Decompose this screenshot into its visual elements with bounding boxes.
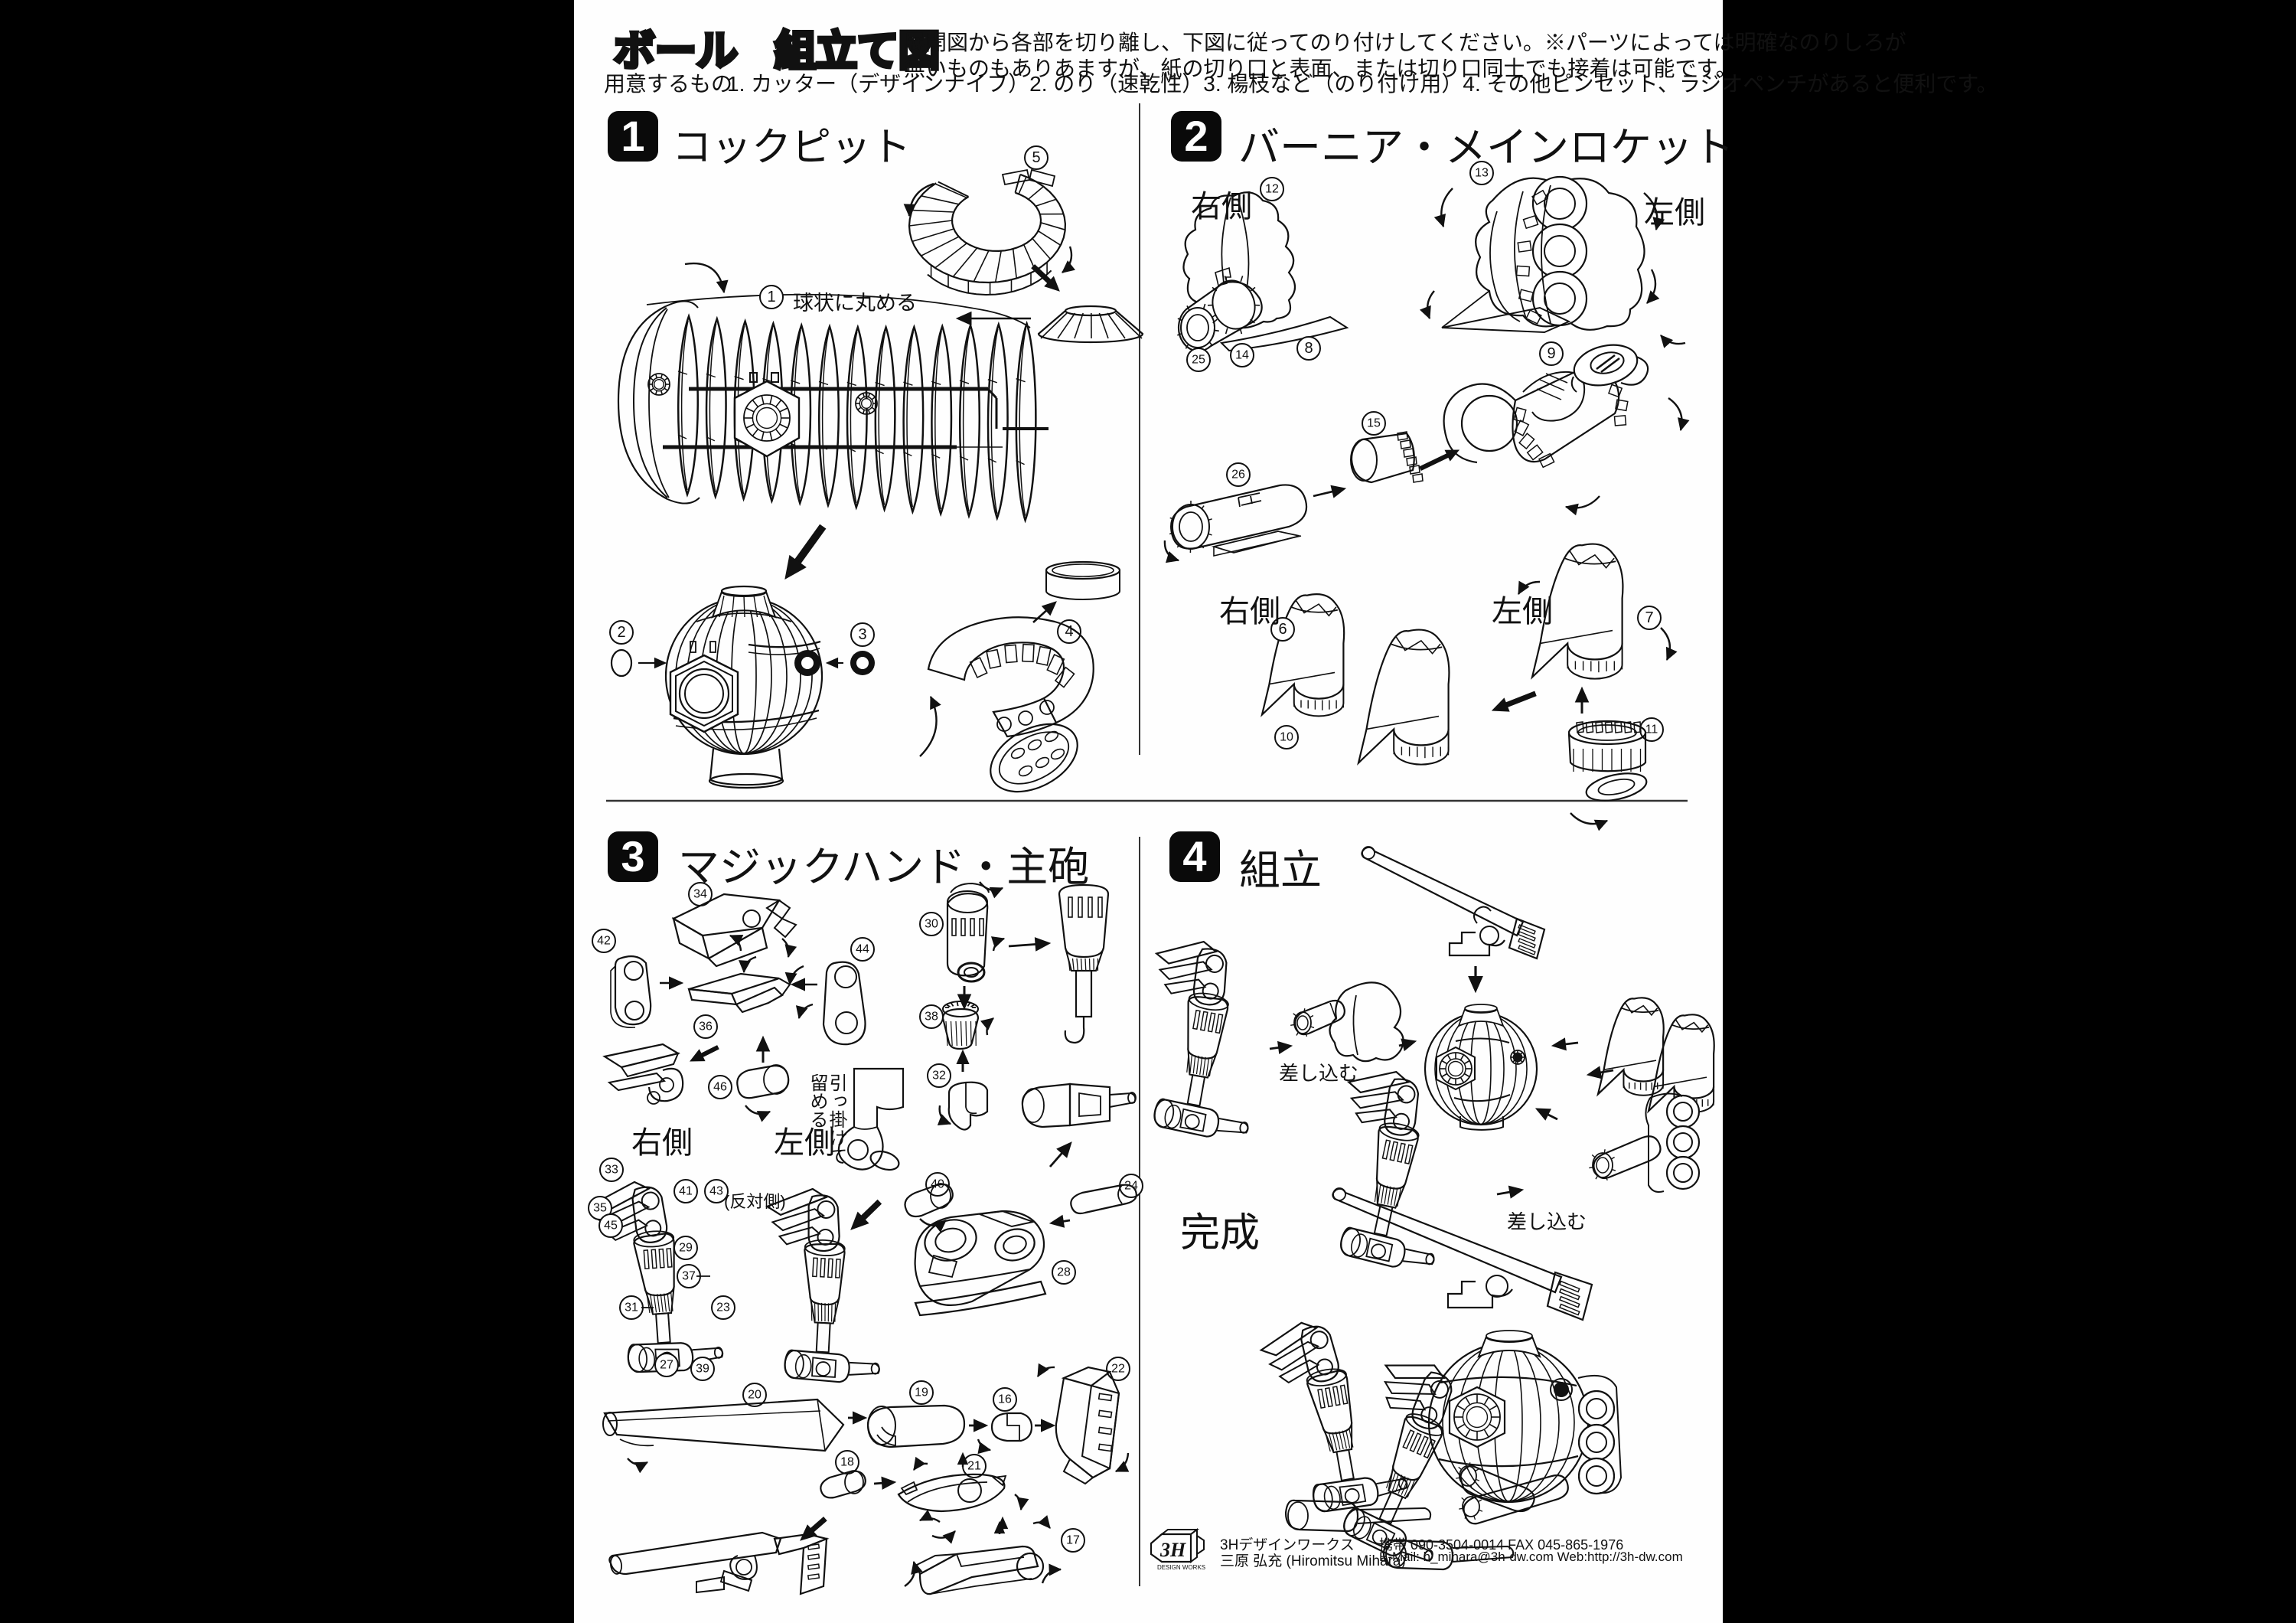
svg-text:26: 26 <box>1231 469 1245 482</box>
svg-text:5: 5 <box>1032 149 1040 166</box>
svg-text:13: 13 <box>1475 167 1489 180</box>
svg-text:30: 30 <box>925 918 938 931</box>
svg-text:32: 32 <box>932 1069 946 1083</box>
svg-text:9: 9 <box>1547 345 1555 362</box>
svg-text:31: 31 <box>625 1301 638 1314</box>
svg-text:44: 44 <box>856 943 869 956</box>
svg-text:20: 20 <box>748 1389 762 1402</box>
svg-text:23: 23 <box>716 1301 730 1314</box>
svg-text:42: 42 <box>597 935 611 948</box>
svg-text:8: 8 <box>1304 340 1313 357</box>
svg-text:14: 14 <box>1235 349 1249 362</box>
svg-text:3: 3 <box>858 626 866 643</box>
svg-text:10: 10 <box>1280 731 1293 744</box>
svg-text:22: 22 <box>1111 1363 1125 1376</box>
svg-text:37: 37 <box>682 1270 696 1283</box>
svg-text:33: 33 <box>605 1164 618 1177</box>
svg-text:34: 34 <box>693 888 707 901</box>
svg-text:29: 29 <box>679 1242 693 1255</box>
svg-text:2: 2 <box>617 624 625 641</box>
svg-text:17: 17 <box>1066 1534 1080 1547</box>
svg-text:43: 43 <box>709 1185 723 1198</box>
svg-text:18: 18 <box>840 1456 854 1469</box>
svg-text:7: 7 <box>1645 609 1653 626</box>
svg-text:25: 25 <box>1192 354 1205 367</box>
svg-text:41: 41 <box>679 1185 693 1198</box>
svg-text:27: 27 <box>660 1359 673 1372</box>
svg-text:21: 21 <box>967 1460 981 1473</box>
svg-text:15: 15 <box>1367 417 1381 430</box>
svg-text:1: 1 <box>767 289 775 305</box>
svg-text:11: 11 <box>1645 723 1658 736</box>
svg-text:28: 28 <box>1057 1266 1071 1279</box>
svg-text:16: 16 <box>998 1393 1012 1406</box>
svg-text:46: 46 <box>713 1081 727 1094</box>
svg-text:38: 38 <box>925 1011 938 1024</box>
svg-text:6: 6 <box>1278 621 1287 638</box>
svg-text:19: 19 <box>915 1386 928 1399</box>
svg-text:36: 36 <box>699 1020 713 1034</box>
svg-text:45: 45 <box>604 1220 618 1233</box>
svg-text:12: 12 <box>1265 183 1279 196</box>
svg-text:39: 39 <box>696 1363 709 1376</box>
svg-text:DESIGN WORKS: DESIGN WORKS <box>1157 1564 1205 1571</box>
svg-text:3H: 3H <box>1159 1539 1186 1561</box>
svg-text:4: 4 <box>1065 623 1073 640</box>
svg-text:35: 35 <box>593 1202 607 1215</box>
